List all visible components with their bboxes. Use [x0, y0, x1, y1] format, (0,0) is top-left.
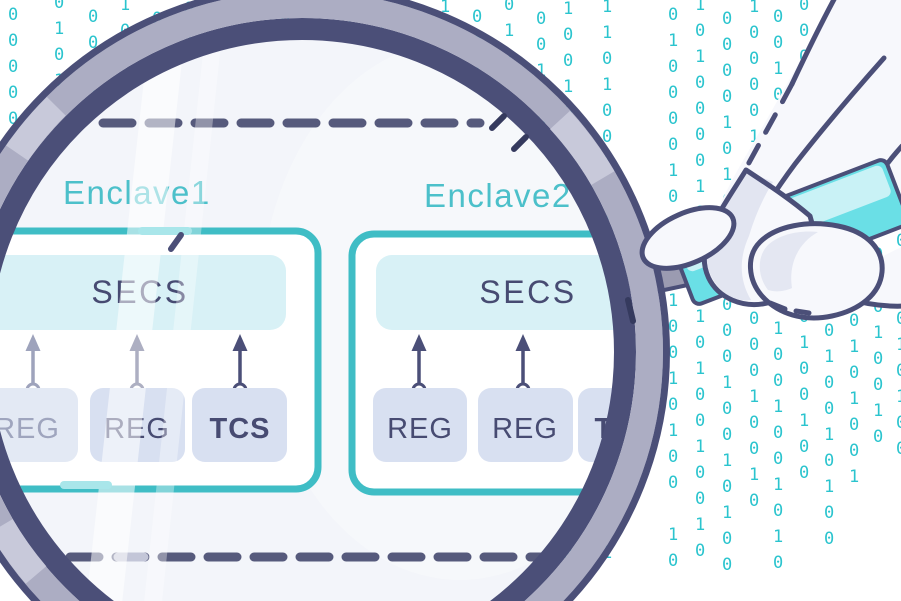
lens-rim-inner-ring [0, 18, 636, 601]
enclave2-reg-label-1: REG [387, 413, 453, 445]
thumb-shadow [759, 231, 818, 292]
lens-glare-streak-2 [140, 36, 223, 601]
thumb-dash-1 [767, 300, 788, 312]
enclave1-border-glint-bottom [60, 481, 112, 489]
finger-bundle-shadow [706, 174, 773, 301]
glass-tick-mark [168, 232, 184, 252]
enclave1-tcs-label: TCS [210, 413, 271, 445]
enclave2-reg-block-2 [478, 388, 573, 462]
rim-tick-1 [489, 113, 507, 131]
rim-tick-3 [625, 297, 636, 324]
lens-rim-band [0, 0, 663, 601]
enclave1-reg-label-1: REG [0, 413, 60, 445]
enclave2-label: Enclave2 [424, 177, 572, 214]
enclave1-reg-block-1 [0, 388, 78, 462]
rim-band-glint-1 [5, 96, 66, 161]
enclave2-secs-label: SECS [479, 274, 576, 310]
rim-band-glint-3 [549, 110, 615, 186]
enclave2-reg-block-1 [373, 388, 467, 462]
enclave1-border-glint-top [138, 227, 192, 235]
enclave1-tcs-block [192, 388, 287, 462]
rim-band-glint-2 [0, 518, 47, 584]
index-fingertip [639, 205, 737, 271]
enclave2-secs-box [376, 255, 618, 330]
rim-tick-2 [511, 134, 529, 152]
thumb-dash-2 [793, 308, 812, 316]
hand-outline-solid [789, 0, 837, 87]
hand-grip-fingers [639, 167, 901, 321]
enclave2: Enclave2 SECS [348, 177, 618, 496]
enclave2-reg-label-2: REG [492, 413, 558, 445]
lens-rim-outer-ring [0, 0, 670, 601]
magnifier-lens: Enclave1 SECS [0, 36, 618, 601]
hand-outline-dashed [741, 81, 795, 175]
